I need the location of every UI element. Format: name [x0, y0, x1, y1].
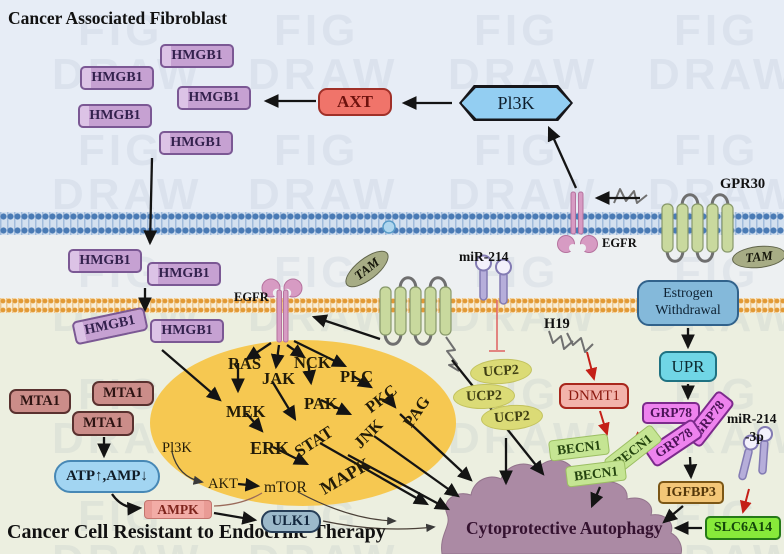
watermark-text: DRAW [648, 536, 784, 554]
node-hmgb1-7: HMGB1 [147, 262, 221, 286]
watermark-text: DRAW [248, 536, 398, 554]
node-ampk: AMPK [144, 500, 212, 519]
node-estrogen-withdrawal: Estrogen Withdrawal [637, 280, 739, 326]
estrogen-line2: Withdrawal [655, 303, 721, 318]
node-upr: UPR [659, 351, 717, 382]
node-hmgb1-4: HMGB1 [78, 104, 152, 128]
label-h19: H19 [544, 316, 570, 332]
label-pak: PAK [304, 394, 338, 413]
node-atp-amp: ATP↑,AMP↓ [54, 460, 160, 493]
node-hmgb1-2: HMGB1 [80, 66, 154, 90]
node-hmgb1-6: HMGB1 [68, 249, 142, 273]
watermark-text: FIG [474, 6, 560, 55]
watermark-text: FIG [78, 126, 164, 175]
pi3k-label: Pl3K [497, 92, 535, 113]
node-pi3k-hexagon: Pl3K [459, 85, 573, 121]
label-plc: PLC [340, 367, 373, 386]
title-cancer-associated-fibroblast: Cancer Associated Fibroblast [8, 8, 228, 28]
label-egfr-top: EGFR [602, 236, 637, 250]
label-pi3k-oval: Pl3K [162, 440, 192, 456]
node-slc6a14: SLC6A14 [705, 516, 781, 540]
label-erk: ERK [250, 438, 290, 458]
watermark-text: FIG [274, 126, 360, 175]
membrane-orange [0, 298, 784, 313]
node-ulk1: ULK1 [261, 510, 321, 533]
watermark-text: FIG [78, 6, 164, 55]
watermark-text: FIG [474, 126, 560, 175]
label-ras: RAS [228, 354, 262, 373]
label-jak: JAK [262, 369, 295, 388]
label-mir214-3p-line1: miR-214 [727, 411, 777, 426]
watermark-text: FIG [274, 248, 360, 297]
node-hmgb1-5: HMGB1 [159, 131, 233, 155]
title-cancer-cell-resistant: Cancer Cell Resistant to Endocrine Thera… [7, 521, 386, 543]
watermark-text: DRAW [52, 170, 203, 219]
node-hmgb1-3: HMGB1 [177, 86, 251, 110]
watermark-text: DRAW [52, 536, 202, 554]
watermark-text: FIG [274, 6, 360, 55]
pi3k-hexagon-fill [461, 87, 571, 119]
estrogen-line1: Estrogen [663, 286, 713, 302]
node-igfbp3: IGFBP3 [658, 481, 724, 504]
node-hmgb1-9: HMGB1 [150, 319, 224, 343]
watermark-text: FIG [674, 126, 760, 175]
node-mta1-2: MTA1 [92, 381, 154, 406]
label-cytoprotective-autophagy: Cytoprotective Autophagy [466, 518, 663, 538]
label-mtor: mTOR [264, 479, 307, 496]
watermark-text: DRAW [248, 170, 399, 219]
node-axt: AXT [318, 88, 392, 116]
label-gpr30: GPR30 [720, 176, 766, 192]
node-mta1-3: MTA1 [72, 411, 134, 436]
label-mek: MEK [226, 402, 266, 421]
label-egfr-bottom: EGFR [234, 290, 269, 304]
membrane-blue [0, 212, 784, 235]
node-mta1-1: MTA1 [9, 389, 71, 414]
watermark-text: FIG [674, 6, 760, 55]
node-dnmt1: DNMT1 [559, 383, 629, 409]
label-nck: NCK [294, 353, 331, 372]
watermark-text: DRAW [648, 50, 784, 99]
label-mir214-3p-line2: -3p [745, 429, 764, 444]
label-mir214-top: miR-214 [459, 249, 509, 264]
label-akt: AKT [208, 476, 238, 492]
node-hmgb1-1: HMGB1 [160, 44, 234, 68]
